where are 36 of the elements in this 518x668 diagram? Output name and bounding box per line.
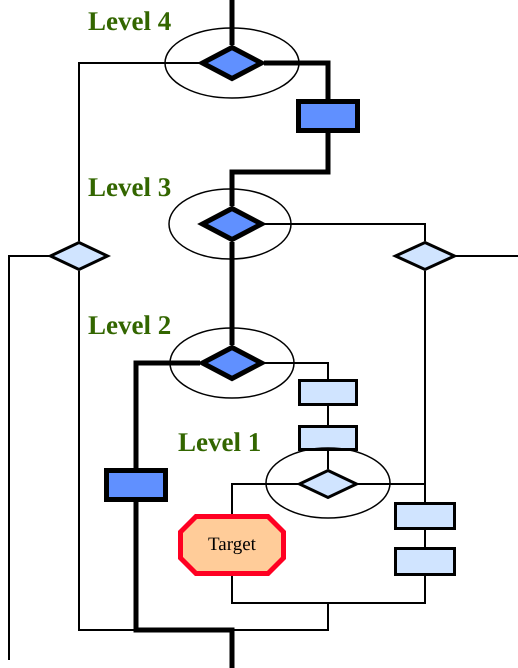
ellipse-outline — [169, 327, 295, 399]
connector-line — [264, 223, 426, 241]
level-label: Level 1 — [178, 429, 262, 456]
connector-line — [327, 451, 329, 469]
connector-line — [78, 62, 200, 241]
decision-diamond — [298, 469, 358, 499]
connector-line — [134, 360, 200, 468]
process-box — [394, 502, 456, 530]
process-box — [104, 468, 168, 502]
process-box — [296, 99, 360, 133]
process-box — [394, 547, 456, 576]
connector-line — [264, 362, 329, 379]
connector-line — [327, 406, 329, 425]
decision-diamond — [200, 206, 264, 242]
decision-diamond — [49, 241, 109, 271]
ellipse-outline — [265, 447, 391, 519]
connector-line — [264, 60, 330, 99]
decision-diamond — [200, 45, 264, 81]
connector-line — [358, 483, 426, 502]
target-octagon — [178, 514, 286, 576]
level-label: Level 4 — [88, 8, 172, 35]
level-label: Level 2 — [88, 312, 172, 339]
level-label: Level 3 — [88, 174, 172, 201]
target-label: Target — [208, 534, 256, 556]
connector-line — [230, 0, 234, 45]
connector-line — [424, 530, 426, 547]
connector-line — [231, 483, 298, 514]
connector-line — [8, 255, 49, 660]
decision-diamond — [394, 241, 456, 271]
decision-diamond — [200, 345, 264, 381]
connector-line — [456, 255, 518, 257]
connector-line — [230, 242, 234, 345]
connector-line — [134, 502, 234, 668]
connector-line — [230, 133, 330, 206]
process-box — [298, 425, 358, 451]
process-box — [298, 379, 358, 406]
